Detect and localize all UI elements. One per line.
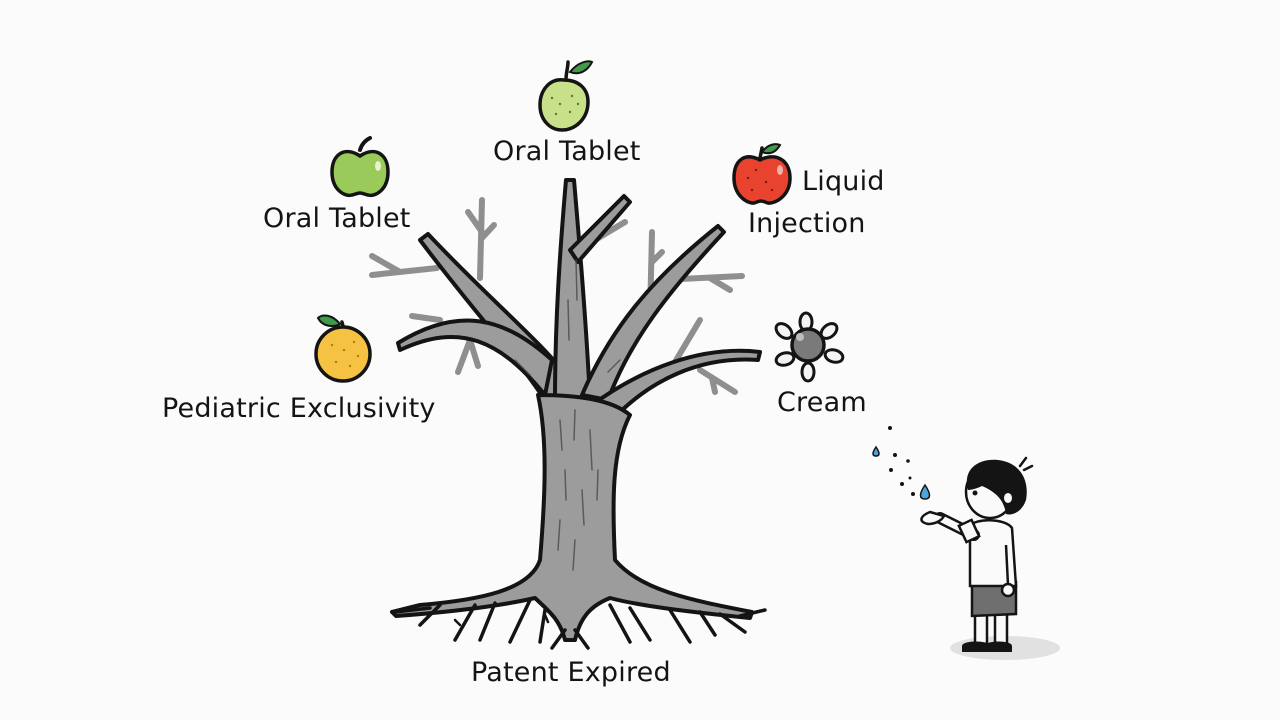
branches	[396, 178, 762, 422]
label-oral-tablet-left: Oral Tablet	[263, 203, 411, 234]
roots	[393, 598, 767, 650]
label-oral-tablet-top: Oral Tablet	[493, 136, 641, 167]
orange-icon	[314, 314, 372, 383]
tree-trunk	[390, 393, 754, 642]
label-liquid: Liquid	[802, 166, 885, 197]
label-injection: Injection	[748, 208, 866, 239]
bark-texture	[514, 259, 621, 571]
drops	[872, 426, 931, 500]
label-patent-expired: Patent Expired	[471, 657, 671, 688]
label-cream: Cream	[777, 387, 867, 418]
label-pediatric-exclusivity: Pediatric Exclusivity	[162, 393, 436, 424]
virus-cell-icon	[774, 311, 845, 383]
child-figure	[872, 426, 1060, 660]
green-apple-icon	[330, 136, 390, 198]
red-apple-icon	[732, 143, 792, 205]
pear-icon	[538, 60, 594, 132]
